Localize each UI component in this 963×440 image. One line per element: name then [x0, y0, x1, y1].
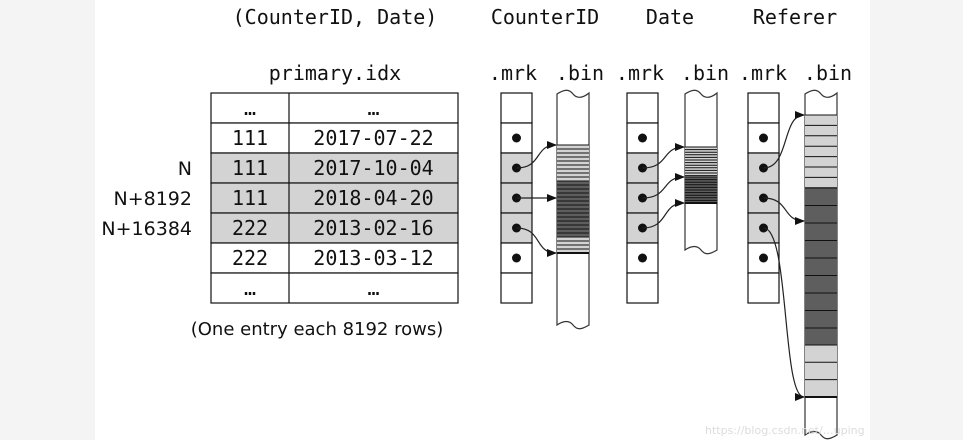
- mark-dot: [512, 253, 521, 263]
- mark-pointer-arrow: [516, 227, 557, 257]
- bin-file-label: .bin: [804, 61, 852, 85]
- mark-cell: [500, 242, 533, 274]
- mark-pointer-arrow: [763, 111, 805, 169]
- diagram-canvas: (CounterID, Date) primary.idx (One entry…: [95, 0, 870, 440]
- mrk-file-label: .mrk: [616, 61, 664, 85]
- column-name: Date: [646, 5, 694, 29]
- mark-cell: [747, 272, 780, 304]
- mark-pointer-arrow: [642, 143, 685, 169]
- table-row: ……: [210, 92, 459, 124]
- date-cell: 2013-03-12: [313, 246, 433, 270]
- column-name: Referer: [753, 5, 837, 29]
- counter-id-cell: 222: [232, 246, 268, 270]
- mark-cell: [500, 272, 533, 304]
- mark-dot: [638, 133, 647, 143]
- row-background: [210, 272, 459, 304]
- table-row: 111 2017-10-04 N: [178, 152, 459, 184]
- table-row: 222 2013-03-12: [210, 242, 459, 274]
- table-row: 111 2017-07-22: [210, 122, 459, 154]
- granule-block: [805, 115, 837, 188]
- index-file-label: primary.idx: [269, 61, 401, 85]
- counter-id-cell: …: [244, 276, 256, 300]
- date-cell: 2018-04-20: [313, 186, 433, 210]
- column-counterid: CounterID .mrk .bin: [489, 5, 604, 330]
- mark-dot: [759, 133, 768, 143]
- row-offset-label: N+16384: [101, 218, 192, 240]
- table-row: 111 2018-04-20 N+8192: [114, 182, 459, 214]
- mark-dot: [512, 133, 521, 143]
- mark-pointer-arrow: [642, 173, 685, 199]
- row-offset-label: N+8192: [114, 188, 193, 210]
- counter-id-cell: 111: [232, 156, 268, 180]
- date-cell: 2013-02-16: [313, 216, 433, 240]
- row-offset-label: N: [178, 158, 192, 180]
- date-cell: 2017-10-04: [313, 156, 433, 180]
- mark-cell: [747, 92, 780, 124]
- mark-pointer-arrow: [763, 227, 805, 401]
- row-background: [210, 92, 459, 124]
- table-row: 222 2013-02-16 N+16384: [101, 212, 459, 244]
- mrk-file-label: .mrk: [739, 61, 787, 85]
- date-cell: …: [367, 96, 379, 120]
- watermark: https://blog.csdn.net/…uping: [705, 424, 865, 437]
- bin-file-label: .bin: [556, 61, 604, 85]
- column-files: CounterID .mrk .bin Date .mrk .bin Referer .mrk…: [489, 5, 852, 440]
- mark-dot: [759, 253, 768, 263]
- diagram: (CounterID, Date) primary.idx (One entry…: [101, 5, 865, 440]
- bin-file-label: .bin: [681, 61, 729, 85]
- granule-block: [557, 145, 589, 181]
- selected-granule-block: [805, 188, 837, 345]
- counter-id-cell: 111: [232, 126, 268, 150]
- column-referer: Referer .mrk .bin: [739, 5, 852, 440]
- granule-block: [805, 345, 837, 397]
- column-date: Date .mrk .bin: [616, 5, 729, 304]
- counter-id-cell: 111: [232, 186, 268, 210]
- mark-cell: [626, 182, 659, 214]
- mrk-file-label: .mrk: [489, 61, 537, 85]
- column-name: CounterID: [491, 5, 599, 29]
- mark-cell: [500, 92, 533, 124]
- row-background: [210, 122, 459, 154]
- mark-pointer-arrow: [763, 197, 805, 225]
- counter-id-cell: 222: [232, 216, 268, 240]
- date-cell: …: [367, 276, 379, 300]
- primary-key-label: (CounterID, Date): [233, 5, 438, 29]
- mark-cell: [626, 272, 659, 304]
- table-row: ……: [210, 272, 459, 304]
- date-cell: 2017-07-22: [313, 126, 433, 150]
- caption: (One entry each 8192 rows): [191, 319, 444, 340]
- mark-cell: [626, 92, 659, 124]
- row-background: [210, 242, 459, 274]
- row-background: [210, 182, 459, 214]
- counter-id-cell: …: [244, 96, 256, 120]
- mark-pointer-arrow: [642, 199, 685, 229]
- mark-pointer-arrow: [516, 141, 557, 169]
- mark-dot: [638, 253, 647, 263]
